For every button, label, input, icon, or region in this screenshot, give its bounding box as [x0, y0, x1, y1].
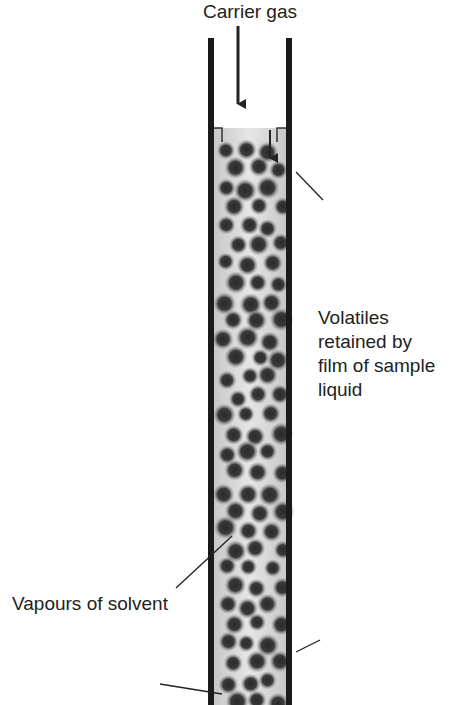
leader-line [296, 640, 320, 652]
packing-particle [218, 594, 238, 614]
packing-particle [248, 273, 268, 293]
leader-line [160, 684, 222, 694]
flow-arrow [237, 26, 240, 104]
packing-particle [257, 594, 278, 615]
packing-particle [217, 216, 236, 235]
packing-particle [267, 693, 289, 705]
packing-particle [236, 326, 260, 350]
flow-label: Carrier gas [180, 0, 320, 24]
packing-particle [229, 235, 248, 254]
packing-particle [256, 176, 280, 200]
packing-particle [236, 440, 259, 463]
packing-particle [257, 365, 278, 386]
packing-particle [237, 405, 255, 423]
packing-particle [218, 556, 237, 575]
packing-particle [261, 403, 281, 423]
packing-particle [247, 462, 268, 483]
packing-particles [212, 139, 294, 705]
packing-particle [213, 403, 236, 426]
packing-particle [223, 653, 243, 673]
inlet-insert [214, 128, 222, 142]
packing-particle [214, 516, 238, 540]
packing-particle [223, 196, 244, 217]
packing-particle [224, 459, 246, 481]
packing-particle [224, 156, 247, 179]
packing-particle [224, 574, 246, 596]
packing-particle [251, 349, 269, 367]
packing-particle [225, 271, 248, 294]
packing-particle [247, 233, 270, 256]
packing-particle [217, 252, 235, 270]
packing-particle [224, 345, 247, 368]
packing-particle [248, 156, 269, 177]
callout-label: Volatiles retained by film of sample liq… [318, 306, 438, 402]
packing-particle [261, 521, 282, 542]
packing-particle [258, 671, 277, 690]
packing-particle [245, 538, 266, 559]
inlet-insert [277, 128, 286, 142]
packing-particle [258, 442, 277, 461]
packing-particle [223, 310, 243, 330]
packing-particle [217, 371, 236, 390]
packing-particle [269, 275, 288, 294]
tube-wall [208, 38, 214, 705]
packing-particle [246, 650, 268, 672]
packing-particle [248, 613, 266, 631]
packing-particle [218, 631, 238, 651]
packing-particle [239, 558, 257, 576]
leader-line [296, 172, 323, 200]
packing-particle [237, 634, 255, 652]
packing-particle [225, 690, 249, 705]
packing-particle [250, 196, 269, 215]
packing-particle [249, 503, 270, 524]
packing-particle [248, 385, 268, 405]
packing-particle [247, 690, 267, 705]
callout-label: Vapours of solvent [12, 592, 212, 616]
tube-wall [286, 38, 292, 705]
packing-particle [240, 215, 260, 235]
packing-particle [241, 367, 259, 385]
packing-particle [264, 559, 282, 577]
flow-arrow [269, 130, 271, 158]
packing-particle [217, 178, 236, 197]
leader-line [176, 536, 232, 588]
packing-particle [262, 253, 283, 274]
